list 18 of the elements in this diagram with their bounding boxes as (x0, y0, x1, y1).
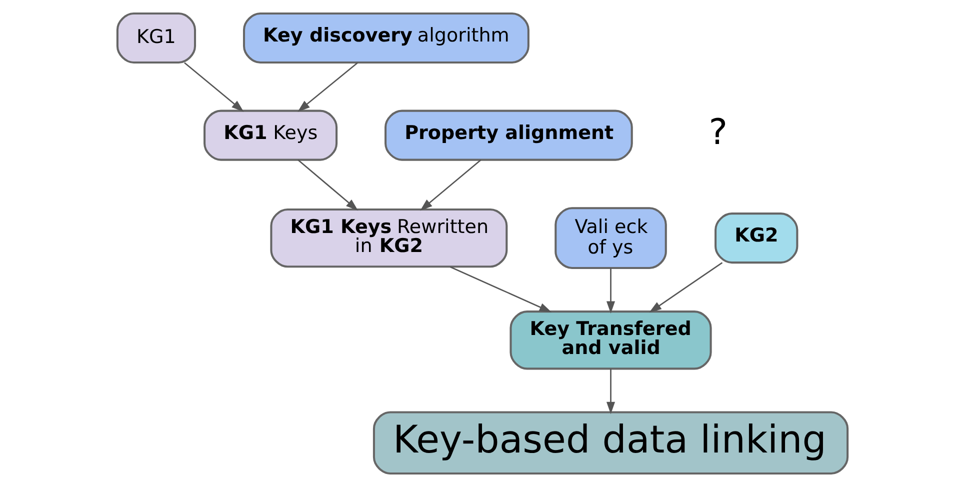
arrow (298, 159, 358, 211)
arrow (184, 62, 244, 112)
node-box: Vali eck of ys (554, 207, 667, 270)
node-box: KG1 (116, 12, 196, 64)
label: ? (708, 112, 728, 153)
arrow (649, 262, 723, 313)
arrow (420, 159, 482, 211)
arrow (298, 62, 358, 112)
arrow (606, 268, 616, 314)
arrow (450, 266, 552, 312)
node-box: Property alignment (384, 110, 633, 161)
node-box: Key discovery algorithm (242, 12, 530, 64)
node-box: KG1 Keys (204, 110, 338, 161)
node-box: KG1 Keys Rewritten in KG2 (270, 208, 508, 268)
node-box: KG2 (714, 212, 798, 264)
node-box: Key Transfered and valid (510, 310, 712, 370)
arrow (606, 368, 616, 414)
node-box: Key-based data linking (372, 411, 849, 474)
